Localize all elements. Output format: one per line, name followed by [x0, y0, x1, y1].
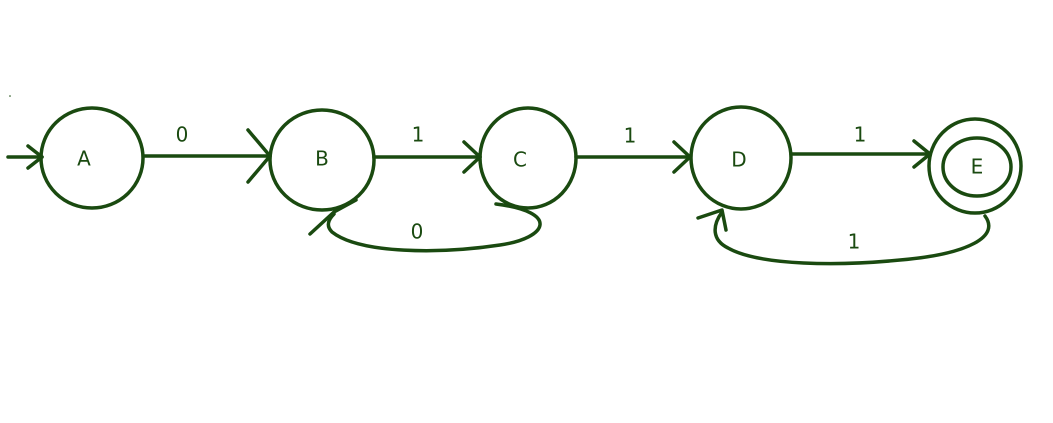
state-b-label: B — [315, 147, 329, 171]
transition-e-d-label: 1 — [848, 230, 861, 254]
state-e-outer-circle — [927, 117, 1023, 215]
state-e: E — [927, 117, 1023, 215]
transition-c-d-label: 1 — [624, 124, 637, 148]
transition-c-d: 1 — [574, 124, 692, 174]
state-c-label: C — [513, 148, 527, 172]
start-arrow — [6, 144, 44, 170]
transition-e-d: 1 — [696, 208, 991, 266]
state-c: C — [478, 106, 578, 210]
stray-dot — [9, 95, 11, 97]
state-d-label: D — [731, 148, 746, 172]
transition-d-e: 1 — [789, 123, 932, 169]
state-e-inner-circle — [941, 136, 1013, 198]
state-b: B — [268, 108, 376, 212]
transition-b-c: 1 — [372, 123, 482, 174]
state-c-circle — [478, 106, 578, 210]
transition-c-b: 0 — [308, 198, 542, 253]
state-a-label: A — [77, 147, 91, 171]
transition-a-b-label: 0 — [176, 123, 189, 147]
state-b-circle — [268, 108, 376, 212]
state-a: A — [39, 106, 145, 210]
state-d: D — [689, 105, 793, 211]
transition-d-e-label: 1 — [854, 123, 867, 147]
transition-a-b: 0 — [142, 123, 272, 184]
transition-c-b-label: 0 — [411, 220, 424, 244]
transition-b-c-label: 1 — [412, 123, 425, 147]
state-e-label: E — [971, 155, 984, 179]
state-a-circle — [39, 106, 145, 210]
